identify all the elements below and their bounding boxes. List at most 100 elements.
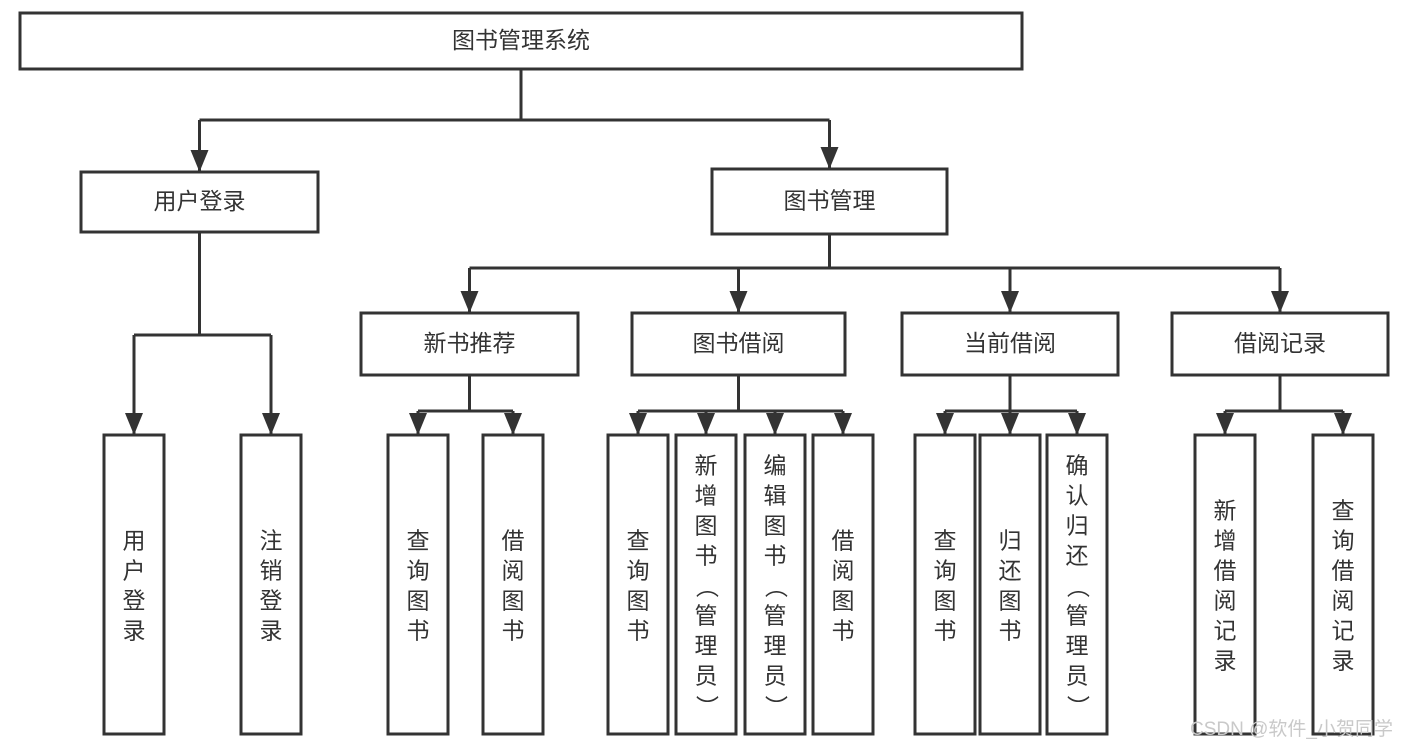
svg-text:书: 书 xyxy=(695,543,718,569)
new-book-recommend-arrow-1 xyxy=(504,413,522,435)
svg-text:借: 借 xyxy=(502,528,525,554)
label-root: 图书管理系统 xyxy=(452,27,590,53)
svg-text:注: 注 xyxy=(260,528,283,554)
node-leaf-query-book-current[interactable] xyxy=(913,433,977,736)
node-layer: 图书管理系统用户登录图书管理新书推荐图书借阅当前借阅借阅记录用户登录注销登录查询… xyxy=(18,11,1390,736)
svg-text:）: ） xyxy=(1065,695,1091,718)
svg-text:询: 询 xyxy=(1332,528,1355,554)
svg-text:图: 图 xyxy=(999,588,1022,614)
svg-text:记: 记 xyxy=(1332,618,1355,644)
node-book-manage[interactable] xyxy=(710,167,949,236)
svg-text:（: （ xyxy=(763,575,789,598)
node-leaf-add-record[interactable] xyxy=(1193,433,1257,736)
svg-text:理: 理 xyxy=(1066,633,1089,659)
node-leaf-query-record[interactable] xyxy=(1311,433,1375,736)
svg-text:员: 员 xyxy=(1066,663,1089,689)
svg-text:登: 登 xyxy=(123,588,146,614)
svg-text:书: 书 xyxy=(934,618,957,644)
svg-text:员: 员 xyxy=(764,663,787,689)
node-root-root[interactable] xyxy=(18,11,1024,71)
svg-text:记: 记 xyxy=(1214,618,1237,644)
svg-text:图: 图 xyxy=(934,588,957,614)
node-leaf-add-book[interactable] xyxy=(674,433,738,736)
svg-text:借: 借 xyxy=(1332,558,1355,584)
node-leaf-borrow-book-rec[interactable] xyxy=(481,433,545,736)
label-user-login: 用户登录 xyxy=(154,188,246,214)
node-borrow-record[interactable] xyxy=(1170,311,1390,377)
svg-text:书: 书 xyxy=(764,543,787,569)
svg-text:书: 书 xyxy=(832,618,855,644)
svg-text:新: 新 xyxy=(1214,498,1237,524)
svg-text:理: 理 xyxy=(695,633,718,659)
node-leaf-user-login[interactable] xyxy=(102,433,166,736)
svg-text:销: 销 xyxy=(260,558,283,584)
book-borrow-arrow-1 xyxy=(697,413,715,435)
csdn-watermark: CSDN @软件_小贺同学 xyxy=(1190,718,1393,740)
user-login-arrow-0 xyxy=(125,413,143,435)
borrow-record-arrow-1 xyxy=(1334,413,1352,435)
svg-text:）: ） xyxy=(694,695,720,718)
svg-text:登: 登 xyxy=(260,588,283,614)
svg-text:确: 确 xyxy=(1066,453,1089,479)
svg-text:借: 借 xyxy=(1214,558,1237,584)
current-borrow-arrow-2 xyxy=(1068,413,1086,435)
node-leaf-query-book-rec[interactable] xyxy=(386,433,450,736)
node-leaf-confirm-return[interactable] xyxy=(1045,433,1109,736)
svg-text:书: 书 xyxy=(999,618,1022,644)
node-leaf-query-book-borrow[interactable] xyxy=(606,433,670,736)
svg-text:阅: 阅 xyxy=(1214,588,1237,614)
node-new-book-recommend[interactable] xyxy=(359,311,580,377)
svg-text:查: 查 xyxy=(1332,498,1355,524)
svg-text:书: 书 xyxy=(502,618,525,644)
root-arrow-0 xyxy=(190,150,209,172)
svg-text:管: 管 xyxy=(764,603,787,629)
svg-text:增: 增 xyxy=(695,483,718,509)
svg-text:查: 查 xyxy=(934,528,957,554)
node-current-borrow[interactable] xyxy=(900,311,1120,377)
svg-text:）: ） xyxy=(763,695,789,718)
root-arrow-1 xyxy=(820,147,839,169)
book-borrow-arrow-2 xyxy=(766,413,784,435)
node-leaf-edit-book[interactable] xyxy=(743,433,807,736)
borrow-record-arrow-0 xyxy=(1216,413,1234,435)
svg-text:员: 员 xyxy=(695,663,718,689)
svg-text:录: 录 xyxy=(1214,648,1237,674)
svg-text:图: 图 xyxy=(764,513,787,539)
svg-text:编: 编 xyxy=(764,453,787,479)
node-leaf-user-logout[interactable] xyxy=(239,433,303,736)
svg-text:询: 询 xyxy=(407,558,430,584)
label-book-manage: 图书管理 xyxy=(784,188,876,214)
current-borrow-arrow-1 xyxy=(1001,413,1019,435)
svg-text:图: 图 xyxy=(407,588,430,614)
svg-text:图: 图 xyxy=(627,588,650,614)
node-user-login[interactable] xyxy=(79,170,320,234)
node-leaf-borrow-book[interactable] xyxy=(811,433,875,736)
user-login-arrow-1 xyxy=(262,413,280,435)
svg-text:录: 录 xyxy=(260,618,283,644)
label-leaf-user-login: 用户登录 xyxy=(123,528,146,644)
svg-text:阅: 阅 xyxy=(502,558,525,584)
svg-text:询: 询 xyxy=(934,558,957,584)
svg-text:查: 查 xyxy=(407,528,430,554)
svg-text:户: 户 xyxy=(123,558,146,584)
svg-text:图: 图 xyxy=(695,513,718,539)
connector-layer xyxy=(125,69,1352,435)
svg-text:录: 录 xyxy=(1332,648,1355,674)
node-leaf-return-book[interactable] xyxy=(978,433,1042,736)
svg-text:图: 图 xyxy=(832,588,855,614)
svg-text:归: 归 xyxy=(999,528,1022,554)
node-book-borrow[interactable] xyxy=(630,311,847,377)
svg-text:管: 管 xyxy=(1066,603,1089,629)
